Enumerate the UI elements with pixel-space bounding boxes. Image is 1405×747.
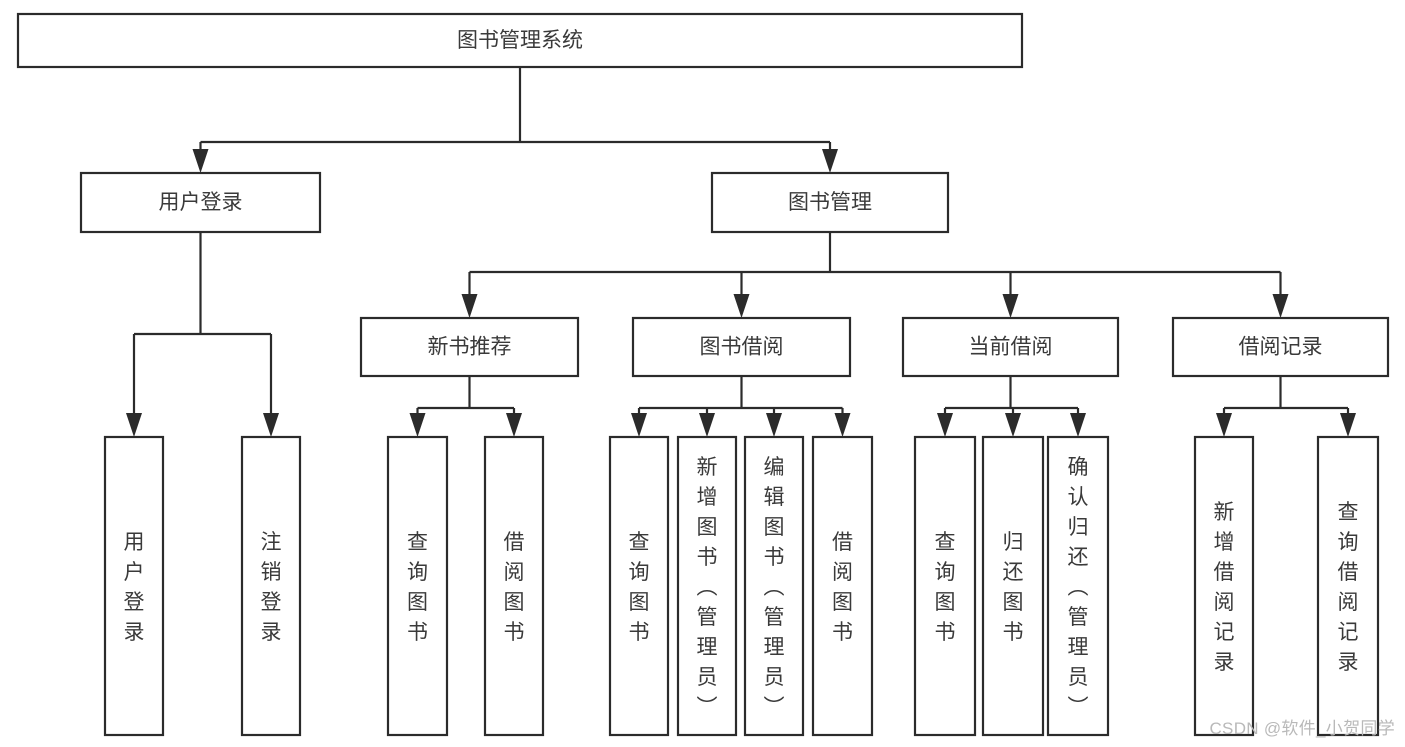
- arrow-head-leaf_borrow_book_a: [506, 413, 522, 437]
- node-box-leaf_query_book_a[interactable]: [386, 435, 449, 737]
- arrow-head-leaf_query_book_c: [937, 413, 953, 437]
- node-l1_book_mgmt[interactable]: 图书管理: [710, 171, 950, 234]
- node-box-root[interactable]: [16, 12, 1024, 69]
- node-leaf_query_book_a[interactable]: 查询图书: [386, 435, 449, 737]
- node-label-leaf_query_book_c: 查询图书: [935, 531, 956, 644]
- node-box-leaf_query_book_b[interactable]: [608, 435, 670, 737]
- node-leaf_borrow_book_b[interactable]: 借阅图书: [811, 435, 874, 737]
- node-leaf_add_record[interactable]: 新增借阅记录: [1193, 435, 1255, 737]
- arrow-head-leaf_confirm_return: [1070, 413, 1086, 437]
- csdn-watermark: CSDN @软件_小贺同学: [1209, 719, 1395, 738]
- node-leaf_borrow_book_a[interactable]: 借阅图书: [483, 435, 545, 737]
- node-leaf_query_book_c[interactable]: 查询图书: [913, 435, 977, 737]
- arrow-head-leaf_query_record: [1340, 413, 1356, 437]
- node-label-leaf_add_record: 新增借阅记录: [1214, 501, 1235, 674]
- connector-group-l1_user_login: [126, 232, 279, 437]
- arrow-head-l1_user_login: [192, 149, 209, 173]
- node-box-l2_new_book_rec[interactable]: [359, 316, 580, 378]
- connector-group-l2_book_borrow: [631, 376, 851, 437]
- node-root[interactable]: 图书管理系统: [16, 12, 1024, 69]
- node-label-l2_borrow_record: 借阅记录: [1239, 336, 1323, 359]
- connector-group-root: [192, 67, 838, 173]
- arrow-head-l2_new_book_rec: [461, 294, 478, 318]
- node-box-leaf_query_book_c[interactable]: [913, 435, 977, 737]
- arrow-head-l2_current_borrow: [1002, 294, 1019, 318]
- node-box-l2_borrow_record[interactable]: [1171, 316, 1390, 378]
- arrow-head-leaf_edit_book: [766, 413, 782, 437]
- node-leaf_query_record[interactable]: 查询借阅记录: [1316, 435, 1380, 737]
- node-box-leaf_add_record[interactable]: [1193, 435, 1255, 737]
- arrow-head-leaf_logout: [263, 413, 279, 437]
- node-leaf_confirm_return[interactable]: 确认归还︵管理员︶: [1046, 435, 1110, 737]
- node-layer: 图书管理系统用户登录图书管理新书推荐图书借阅当前借阅借阅记录用户登录注销登录查询…: [16, 12, 1390, 737]
- node-label-l2_new_book_rec: 新书推荐: [428, 336, 512, 359]
- node-box-leaf_borrow_book_a[interactable]: [483, 435, 545, 737]
- node-label-leaf_query_record: 查询借阅记录: [1338, 501, 1359, 674]
- arrow-head-l2_book_borrow: [733, 294, 750, 318]
- arrow-head-leaf_add_record: [1216, 413, 1232, 437]
- node-leaf_logout[interactable]: 注销登录: [240, 435, 302, 737]
- node-l2_current_borrow[interactable]: 当前借阅: [901, 316, 1120, 378]
- node-box-leaf_query_record[interactable]: [1316, 435, 1380, 737]
- arrow-head-leaf_return_book: [1005, 413, 1021, 437]
- arrow-head-l2_borrow_record: [1272, 294, 1289, 318]
- node-label-leaf_user_login: 用户登录: [124, 531, 145, 644]
- node-label-leaf_borrow_book_a: 借阅图书: [504, 531, 525, 644]
- node-box-leaf_edit_book[interactable]: [743, 435, 805, 737]
- connector-group-l2_current_borrow: [937, 376, 1086, 437]
- arrow-head-l1_book_mgmt: [822, 149, 838, 173]
- connector-layer: [126, 67, 1356, 437]
- node-label-leaf_add_book: 新增图书︵管理员︶: [697, 456, 718, 719]
- node-box-leaf_logout[interactable]: [240, 435, 302, 737]
- arrow-head-leaf_user_login: [126, 413, 142, 437]
- node-leaf_edit_book[interactable]: 编辑图书︵管理员︶: [743, 435, 805, 737]
- node-label-leaf_confirm_return: 确认归还︵管理员︶: [1068, 456, 1089, 719]
- node-label-leaf_edit_book: 编辑图书︵管理员︶: [764, 456, 785, 719]
- node-box-leaf_borrow_book_b[interactable]: [811, 435, 874, 737]
- connector-group-l2_new_book_rec: [409, 376, 522, 437]
- node-label-l2_book_borrow: 图书借阅: [700, 336, 784, 359]
- node-label-root: 图书管理系统: [457, 29, 583, 52]
- node-box-l2_book_borrow[interactable]: [631, 316, 852, 378]
- node-label-leaf_return_book: 归还图书: [1003, 531, 1024, 644]
- node-box-l1_book_mgmt[interactable]: [710, 171, 950, 234]
- node-leaf_user_login[interactable]: 用户登录: [103, 435, 165, 737]
- node-label-l2_current_borrow: 当前借阅: [969, 336, 1053, 359]
- node-leaf_query_book_b[interactable]: 查询图书: [608, 435, 670, 737]
- arrow-head-leaf_query_book_b: [631, 413, 647, 437]
- node-leaf_return_book[interactable]: 归还图书: [981, 435, 1045, 737]
- node-l2_new_book_rec[interactable]: 新书推荐: [359, 316, 580, 378]
- connector-group-l2_borrow_record: [1216, 376, 1356, 437]
- node-box-l1_user_login[interactable]: [79, 171, 322, 234]
- node-box-leaf_return_book[interactable]: [981, 435, 1045, 737]
- node-label-leaf_logout: 注销登录: [261, 531, 282, 644]
- node-box-l2_current_borrow[interactable]: [901, 316, 1120, 378]
- node-l1_user_login[interactable]: 用户登录: [79, 171, 322, 234]
- node-label-leaf_borrow_book_b: 借阅图书: [832, 531, 853, 644]
- node-label-l1_book_mgmt: 图书管理: [788, 191, 872, 214]
- connector-group-l1_book_mgmt: [461, 232, 1289, 318]
- node-l2_borrow_record[interactable]: 借阅记录: [1171, 316, 1390, 378]
- node-box-leaf_user_login[interactable]: [103, 435, 165, 737]
- node-label-l1_user_login: 用户登录: [159, 191, 243, 214]
- node-label-leaf_query_book_a: 查询图书: [407, 531, 428, 644]
- arrow-head-leaf_add_book: [699, 413, 715, 437]
- arrow-head-leaf_query_book_a: [409, 413, 426, 437]
- node-label-leaf_query_book_b: 查询图书: [629, 531, 650, 644]
- node-box-leaf_add_book[interactable]: [676, 435, 738, 737]
- node-l2_book_borrow[interactable]: 图书借阅: [631, 316, 852, 378]
- node-box-leaf_confirm_return[interactable]: [1046, 435, 1110, 737]
- node-leaf_add_book[interactable]: 新增图书︵管理员︶: [676, 435, 738, 737]
- arrow-head-leaf_borrow_book_b: [834, 413, 851, 437]
